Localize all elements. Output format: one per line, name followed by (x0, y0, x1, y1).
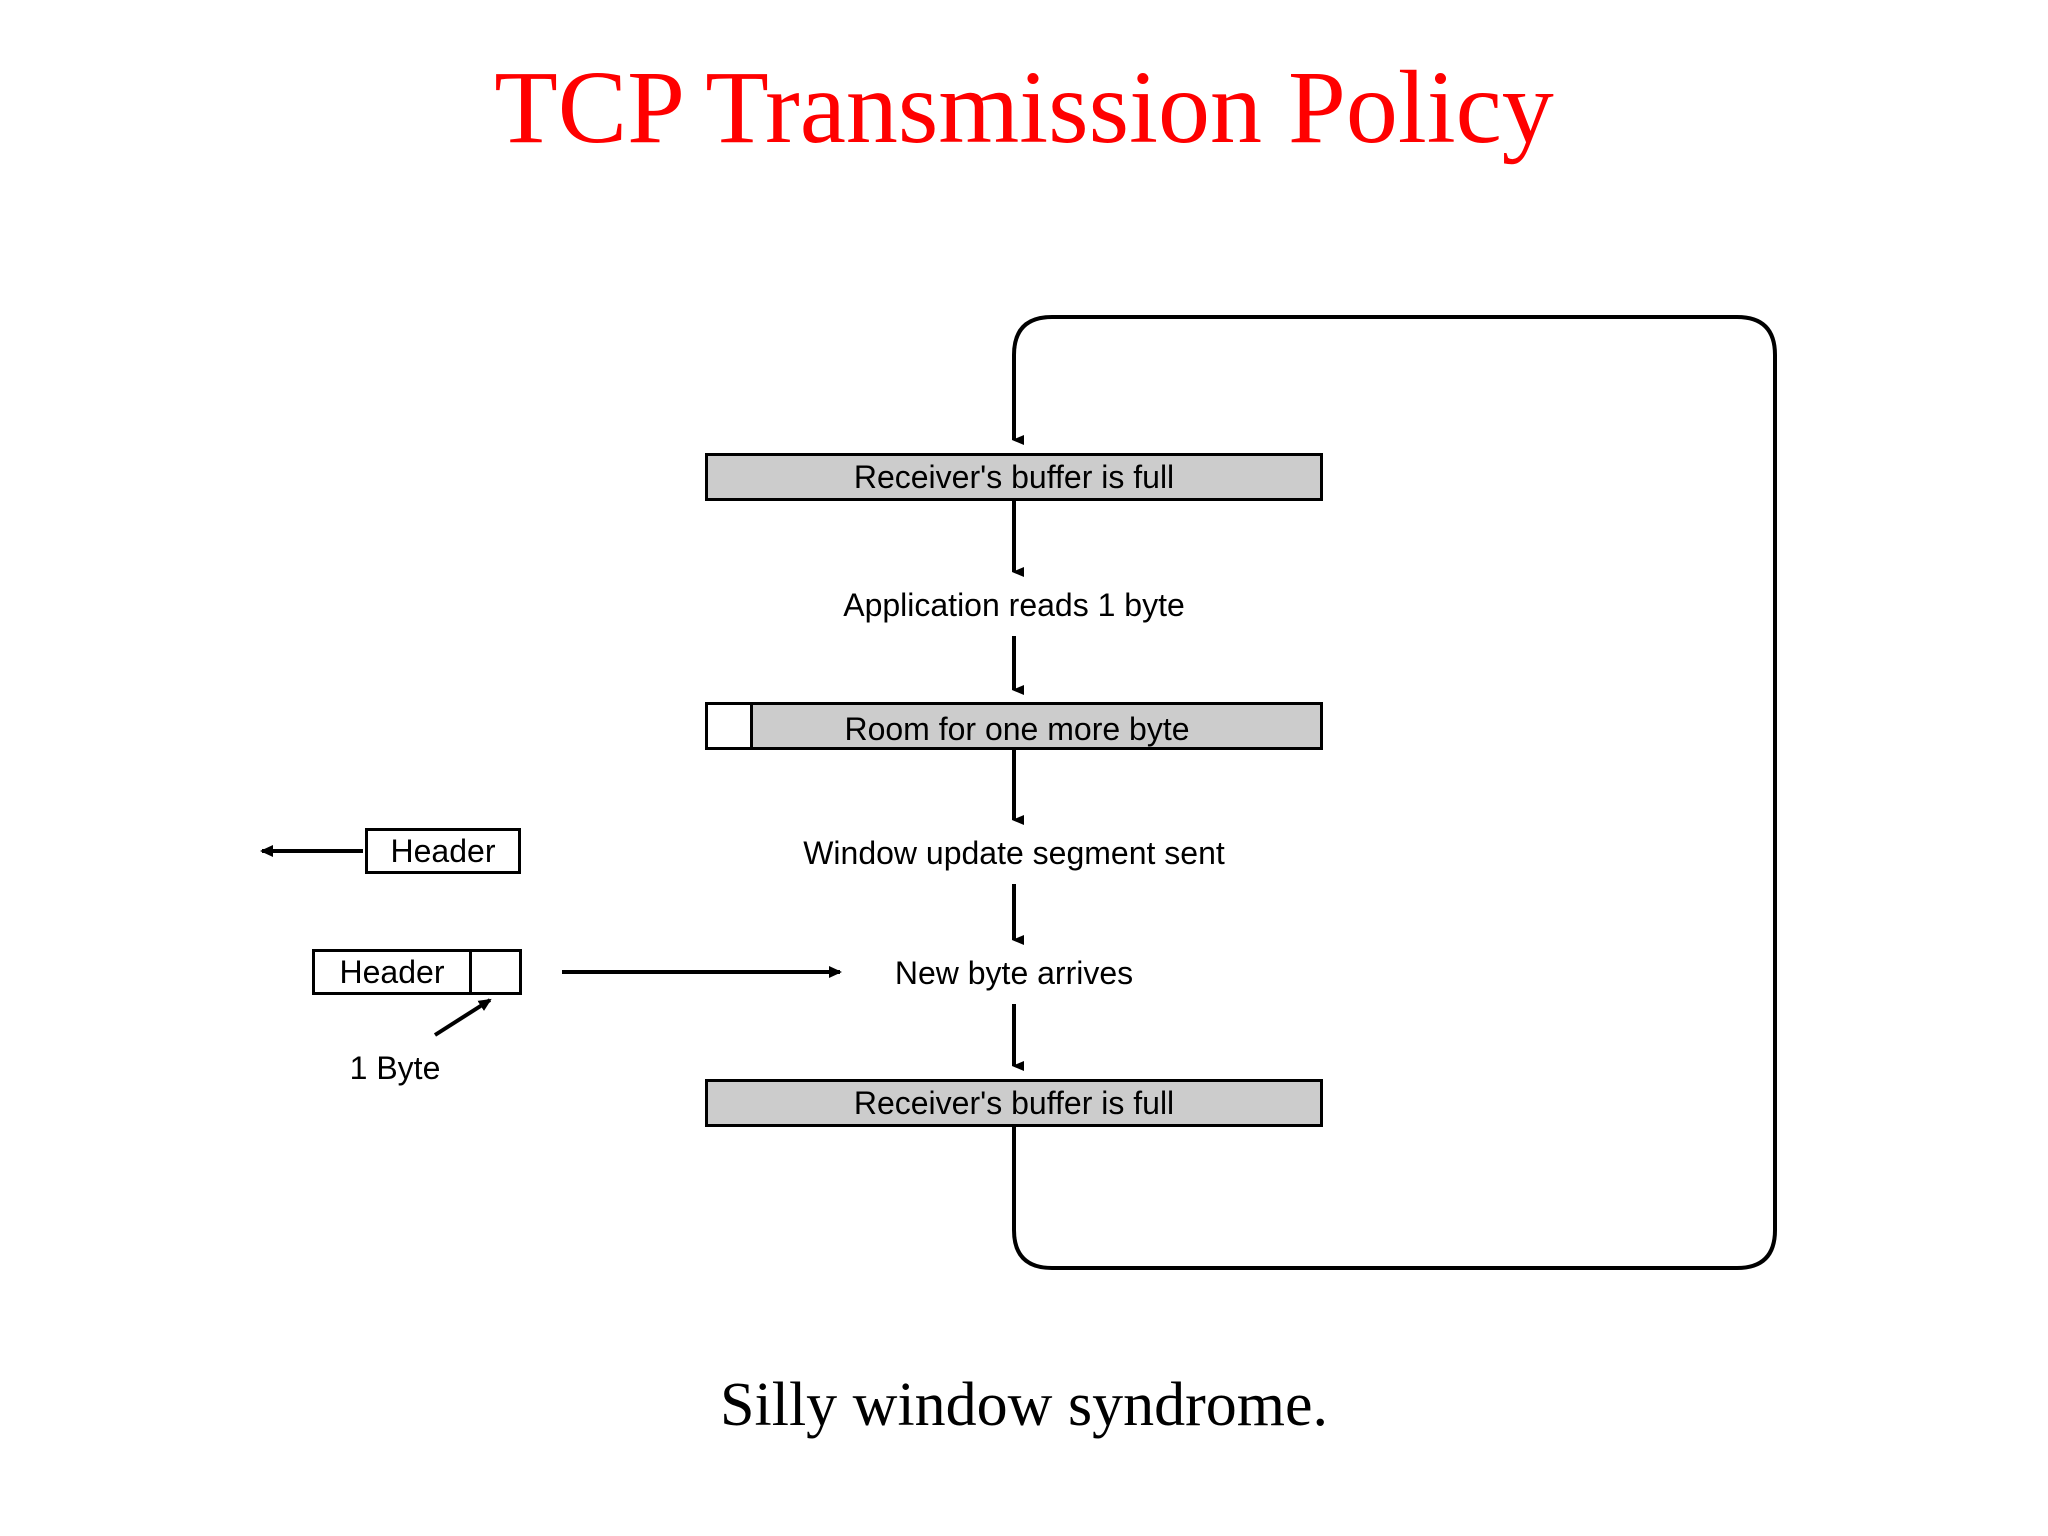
flow-label-application-reads: Application reads 1 byte (843, 587, 1185, 623)
packet-header-only: Header (365, 828, 521, 874)
flow-label-window-update: Window update segment sent (803, 835, 1225, 871)
flow-box-buffer-full-bottom: Receiver's buffer is full (705, 1079, 1323, 1127)
arrow-one-byte-pointer (433, 998, 492, 1037)
packet-header-cell: Header (365, 828, 521, 874)
one-byte-annotation-label: 1 Byte (349, 1050, 441, 1086)
page-title: TCP Transmission Policy (494, 50, 1554, 165)
flow-label-new-byte-arrives: New byte arrives (894, 955, 1134, 991)
packet-header-cell: Header (312, 949, 472, 995)
feedback-loop-path (1012, 315, 1777, 1270)
slide-caption: Silly window syndrome. (720, 1371, 1328, 1439)
room-white-cell (705, 702, 753, 750)
flow-box-room-for-one-more-byte: Room for one more byte (705, 702, 1323, 750)
packet-byte-cell (469, 949, 522, 995)
packet-header-byte: Header (312, 949, 522, 995)
flow-box-room-label: Room for one more byte (844, 710, 1190, 747)
flow-box-buffer-full-top: Receiver's buffer is full (705, 453, 1323, 501)
